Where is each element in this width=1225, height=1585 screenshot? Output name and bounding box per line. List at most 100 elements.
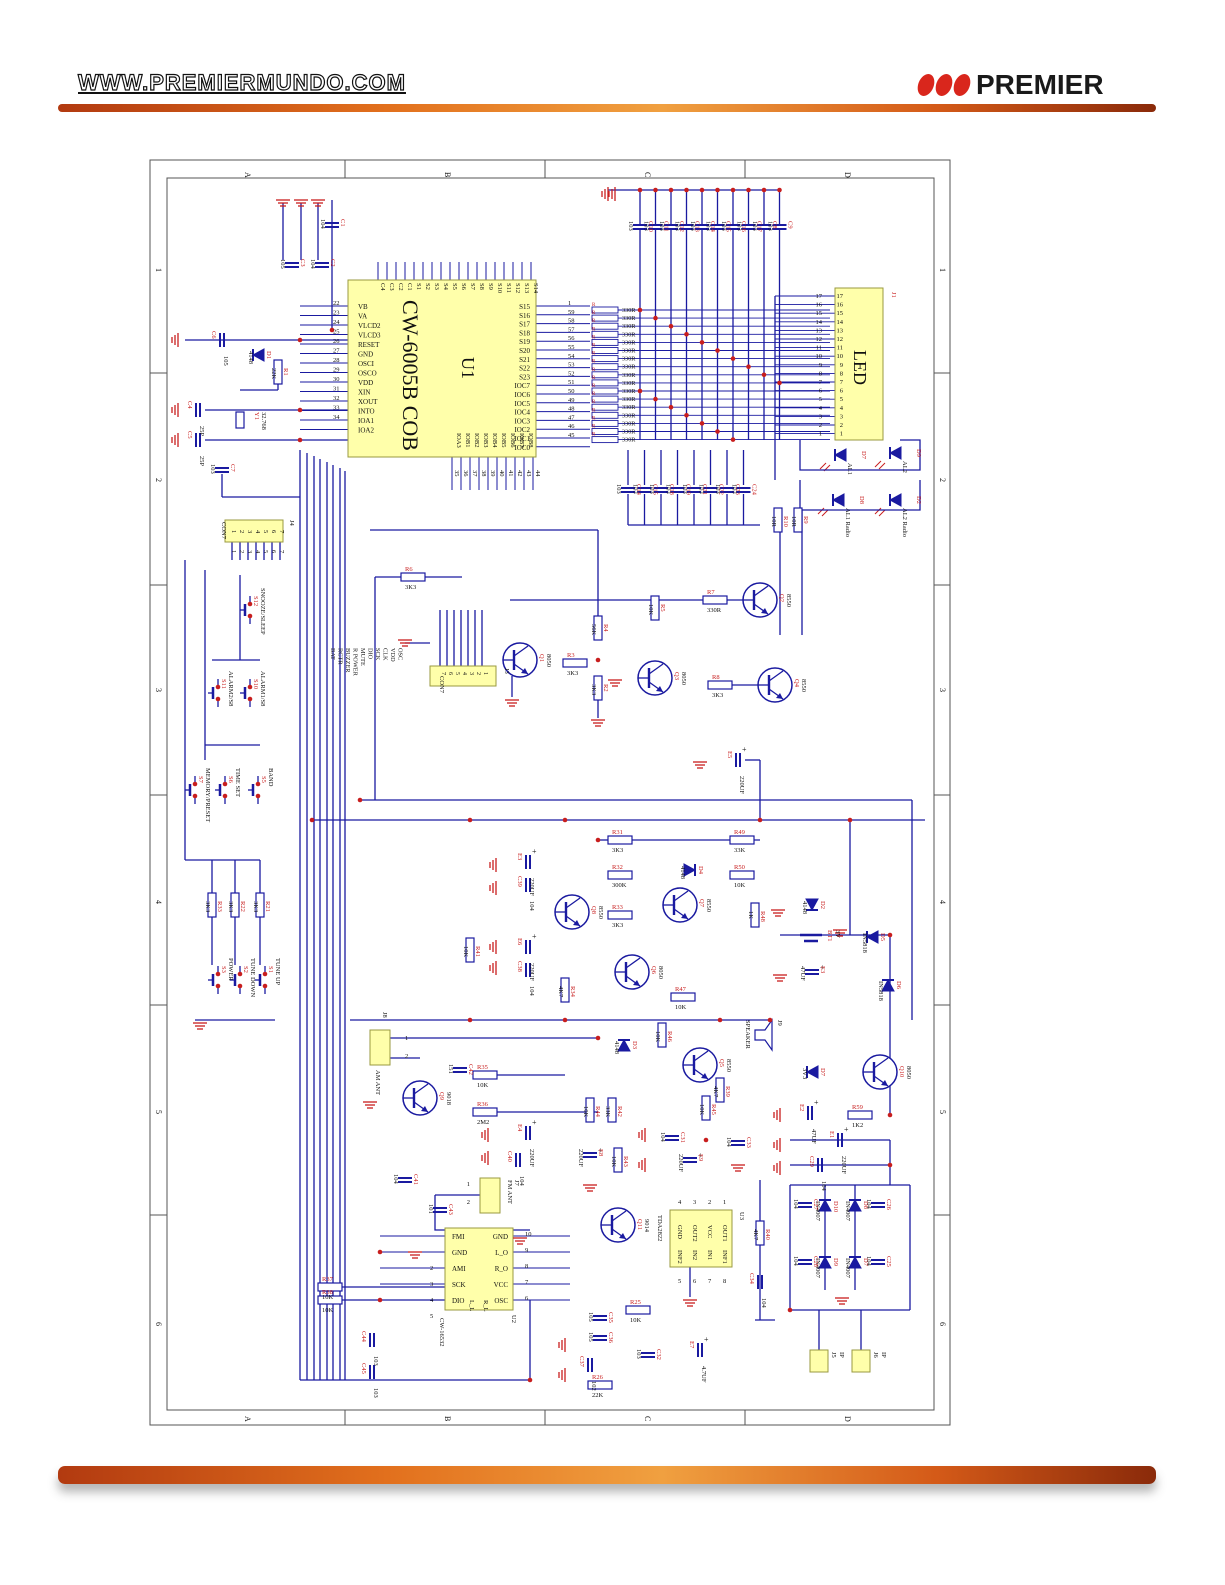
led-pin: 3 <box>840 413 843 420</box>
capacitor <box>736 487 751 493</box>
label: D4 <box>697 866 704 875</box>
label: 2 <box>238 550 245 553</box>
label: R <box>592 384 596 389</box>
label: C44 <box>360 1331 367 1343</box>
junction-dot <box>562 817 568 823</box>
capacitor <box>369 1333 375 1347</box>
label: C41 <box>412 1174 419 1185</box>
column-label: B <box>443 172 452 177</box>
label: + <box>598 1146 603 1155</box>
label: E2 <box>798 1104 805 1111</box>
label: 103 <box>627 221 634 231</box>
led-label: LED <box>850 350 870 385</box>
ground-symbol <box>833 929 847 937</box>
label: C5 <box>186 431 193 439</box>
label: 220UF <box>577 1149 584 1167</box>
junction-dot <box>684 332 689 337</box>
label: E4 <box>516 1124 523 1132</box>
label: 330R <box>622 380 636 387</box>
resistor <box>670 992 696 1002</box>
led-pin: 14 <box>837 319 844 326</box>
label: C16 <box>740 221 747 233</box>
label: + <box>532 932 537 941</box>
u1-left-pin: VLCD2 <box>358 322 381 330</box>
led-pin: 6 <box>840 388 844 395</box>
resistor <box>613 1147 623 1173</box>
label: 17 <box>816 293 823 300</box>
junction-dot <box>247 601 253 607</box>
junction-dot <box>262 971 268 977</box>
label: 330R <box>622 372 636 379</box>
label: 103 <box>615 484 622 494</box>
u3-pin: GND <box>676 1225 683 1239</box>
resistor <box>607 910 633 920</box>
label: 104 <box>792 1199 799 1210</box>
net-label: BAT <box>329 648 336 660</box>
wires <box>150 160 950 1425</box>
resistor <box>562 658 588 668</box>
label: D5 <box>879 933 886 941</box>
junction-dot <box>329 327 335 333</box>
ground-symbol <box>558 1338 566 1352</box>
label: R <box>592 368 596 373</box>
label: R31 <box>612 829 623 836</box>
label: 8550 <box>800 679 807 692</box>
power-jack-label: IP <box>838 1352 845 1358</box>
junction-dot <box>262 983 268 989</box>
capacitor <box>703 487 718 493</box>
led-pin: 10 <box>837 353 844 360</box>
label: D3 <box>631 1041 638 1049</box>
label: TDA2822 <box>656 1215 663 1241</box>
label: C29 <box>808 1156 815 1167</box>
u1-top-pin: C1 <box>406 283 413 291</box>
u1-top-pin: S14 <box>532 283 539 294</box>
resistor <box>273 359 283 385</box>
capacitor <box>195 403 201 417</box>
label: S1 <box>267 966 274 973</box>
resistor <box>607 870 633 880</box>
label: 33 <box>333 405 340 412</box>
label: 54 <box>568 353 575 360</box>
row-label: 1 <box>938 268 947 272</box>
label: 104 <box>518 1176 525 1187</box>
u1-right-pin: IOC5 <box>514 400 530 408</box>
label: 8 <box>525 1263 528 1270</box>
capacitor <box>219 333 225 347</box>
label: D1 <box>265 351 272 359</box>
premier-logo: PREMIER <box>915 68 1104 102</box>
resistor-array-element <box>591 330 619 338</box>
capacitor <box>525 963 531 977</box>
capacitor <box>315 262 329 268</box>
label: R <box>592 352 596 357</box>
label: D9 <box>915 449 922 457</box>
ground-symbol <box>481 1128 489 1142</box>
label: 104 <box>820 1181 827 1192</box>
net-label: VDD <box>389 648 396 662</box>
label: C21 <box>701 484 708 495</box>
label: R43 <box>622 1156 629 1167</box>
label: C15 <box>725 221 732 232</box>
fm-ant-label: FM ANT <box>506 1180 513 1204</box>
resistor-array-element <box>591 338 619 346</box>
label: 26 <box>333 338 340 345</box>
label: 47UF <box>799 966 806 981</box>
label: 25P <box>198 426 205 437</box>
label: 104 <box>528 901 535 912</box>
label: 330R <box>622 420 636 427</box>
capacitor <box>670 487 685 493</box>
label: 4 <box>678 1199 682 1206</box>
con7-pin: 4 <box>254 530 261 534</box>
led-pin: 5 <box>840 396 843 403</box>
capacitor <box>215 467 229 473</box>
label: 103 <box>731 484 738 494</box>
label: 39 <box>489 470 496 477</box>
label: C24 <box>751 484 758 496</box>
transistor <box>600 1207 636 1243</box>
con7-pin: 5 <box>262 530 269 533</box>
resistor-array-element <box>591 403 619 411</box>
website-url[interactable]: WWW.PREMIERMUNDO.COM <box>77 69 406 95</box>
ground-symbol <box>773 1108 781 1122</box>
resistor-array-element <box>591 379 619 387</box>
junction-dot <box>637 187 643 193</box>
label: 3V3 <box>801 1068 808 1079</box>
